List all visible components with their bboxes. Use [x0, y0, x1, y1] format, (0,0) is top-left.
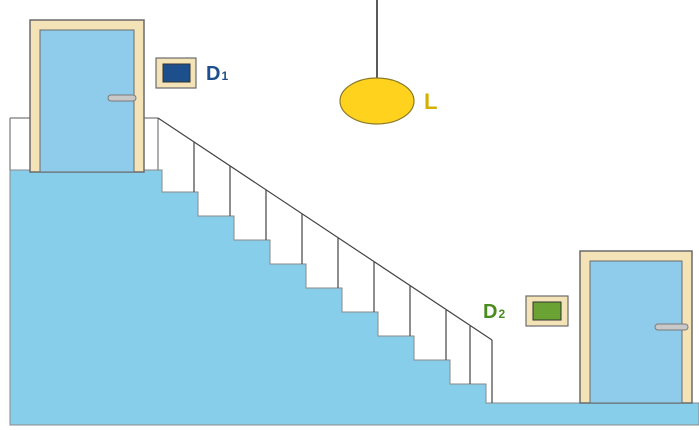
lower-door-handle[interactable] [654, 323, 689, 331]
lower-door[interactable] [579, 250, 693, 404]
switch-d2-button[interactable] [532, 301, 562, 321]
switch-d2-label: D2 [483, 301, 505, 323]
switch-d1[interactable] [155, 57, 197, 89]
switch-d1-button[interactable] [162, 63, 191, 83]
switch-d2[interactable] [525, 295, 569, 327]
upper-door-handle[interactable] [107, 94, 137, 102]
switch-d1-label: D1 [206, 63, 228, 85]
stair-wall-body [9, 169, 699, 426]
lamp-label: L [424, 89, 437, 114]
lamp-bulb [339, 77, 415, 125]
upper-door[interactable] [29, 19, 145, 173]
stair-handrail [157, 117, 493, 403]
